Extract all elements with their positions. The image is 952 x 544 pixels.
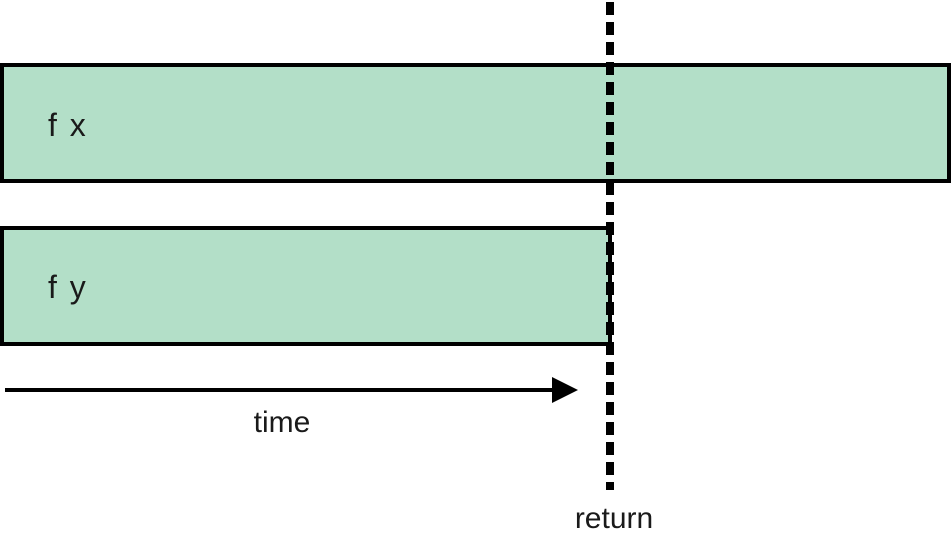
bar-fy-label: f y [48,269,88,305]
bar-fx [0,63,951,183]
bar-fy [0,226,612,346]
time-arrow-head [552,377,578,403]
time-label: time [254,406,311,439]
bar-fx-label: f x [48,107,88,143]
return-label: return [575,502,653,535]
